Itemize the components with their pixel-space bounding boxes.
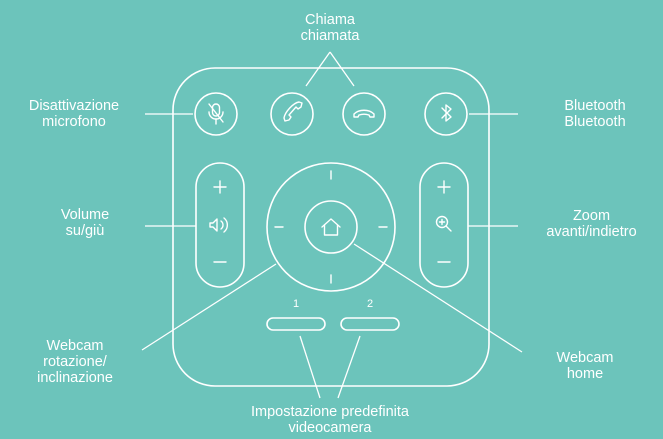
hang-up-button[interactable] xyxy=(342,92,386,136)
zoom-in-icon xyxy=(437,180,451,194)
leader-preset-1 xyxy=(299,335,321,399)
preset-button-1[interactable] xyxy=(266,317,326,331)
mute-button[interactable] xyxy=(194,92,238,136)
phone-icon xyxy=(283,101,303,122)
bluetooth-icon xyxy=(441,104,452,122)
preset-number-2: 2 xyxy=(367,298,373,310)
home-button[interactable] xyxy=(304,200,358,254)
leader-pan-tilt xyxy=(141,263,277,351)
home-icon xyxy=(321,218,341,236)
leader-preset-2 xyxy=(337,335,361,399)
leader-hangup xyxy=(329,51,355,87)
volume-rocker[interactable] xyxy=(195,162,245,288)
preset-button-2[interactable] xyxy=(340,317,400,331)
speaker-icon xyxy=(209,217,228,233)
zoom-rocker[interactable] xyxy=(419,162,469,288)
pan-tilt-ring[interactable] xyxy=(266,162,396,292)
hang-up-icon xyxy=(353,109,375,118)
microphone-muted-icon xyxy=(208,103,224,125)
bluetooth-button[interactable] xyxy=(424,92,468,136)
call-button[interactable] xyxy=(270,92,314,136)
preset-number-1: 1 xyxy=(293,298,299,310)
leader-home xyxy=(353,243,523,353)
magnifier-plus-icon xyxy=(435,215,452,232)
remote-body xyxy=(172,67,490,387)
volume-up-icon xyxy=(213,180,227,194)
leader-call xyxy=(305,51,331,87)
